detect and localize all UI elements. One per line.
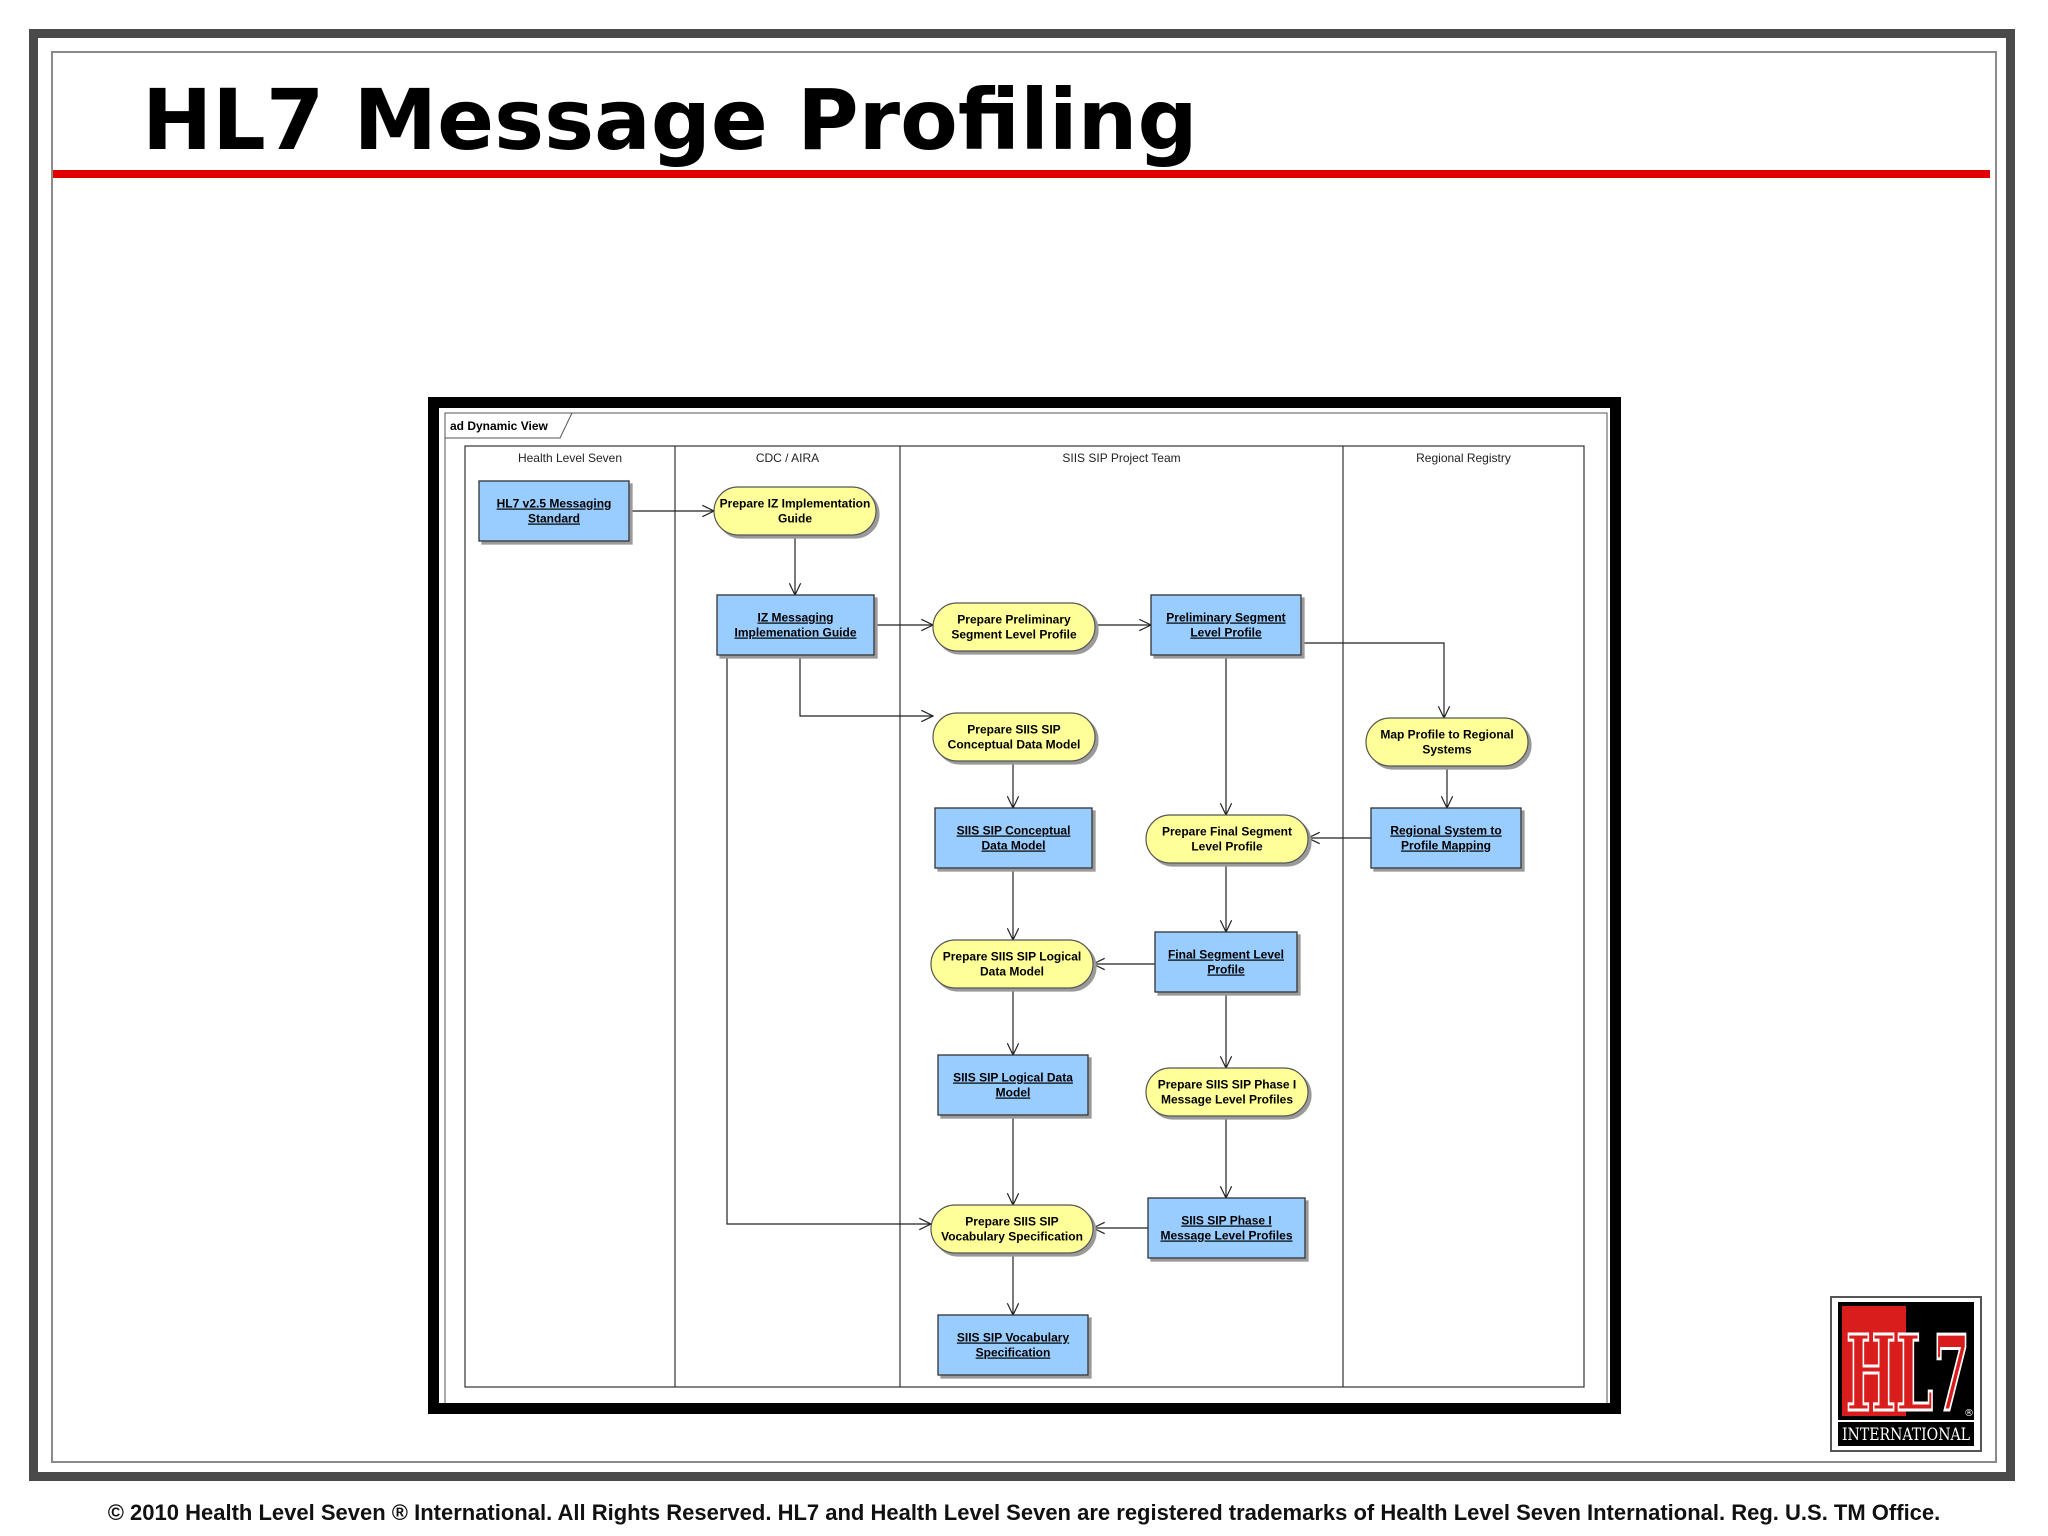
title-underline	[53, 170, 1990, 178]
node-label-n2-line1: Prepare IZ Implementation	[720, 497, 871, 511]
diagram-canvas: ad Dynamic View Health Level Seven CDC / …	[444, 412, 1608, 1403]
flow-edge-n11-n13	[1006, 988, 1020, 1057]
node-label-n5-line2: Level Profile	[1190, 626, 1262, 640]
flow-edge-n16-n15	[1091, 1221, 1148, 1235]
node-label-n14-line2: Message Level Profiles	[1161, 1093, 1293, 1107]
flow-edge-n3-n6	[799, 655, 935, 723]
hl7-logo-mark: HL7 ® INTERNATIONAL	[1838, 1302, 1974, 1446]
node-label-n17-line1: SIIS SIP Vocabulary	[957, 1331, 1070, 1345]
flow-edge-n4-n5	[1095, 618, 1153, 632]
node-label-n1-line2: Standard	[528, 512, 580, 526]
copyright-footer: © 2010 Health Level Seven ® Internationa…	[107, 1500, 1941, 1525]
node-label-n7-line2: Systems	[1422, 743, 1472, 757]
node-label-n12-line2: Profile	[1207, 963, 1245, 977]
hl7-international-logo: HL7 ® INTERNATIONAL	[1830, 1296, 1982, 1452]
flow-edge-n8-n11	[1006, 868, 1020, 942]
node-label-n6-line1: Prepare SIIS SIP	[967, 723, 1060, 737]
flow-edge-n2-n3	[788, 535, 802, 597]
swimlane-title-hl7: Health Level Seven	[518, 451, 622, 465]
flow-edge-n5-n9	[1219, 655, 1233, 817]
node-label-n13-line2: Model	[996, 1086, 1031, 1100]
flow-edge-n10-n9	[1306, 831, 1371, 845]
activity-diagram: ad Dynamic View Health Level Seven CDC / …	[428, 397, 1621, 1414]
node-label-n16-line2: Message Level Profiles	[1160, 1229, 1292, 1243]
frame-tag: ad Dynamic View	[445, 412, 573, 439]
node-label-n10-line1: Regional System to	[1390, 824, 1501, 838]
node-label-n12-line1: Final Segment Level	[1168, 948, 1284, 962]
node-label-n15-line2: Vocabulary Specification	[941, 1230, 1083, 1244]
node-label-n15-line1: Prepare SIIS SIP	[965, 1215, 1058, 1229]
logo-letters: HL7	[1846, 1312, 1970, 1435]
node-label-n9-line1: Prepare Final Segment	[1162, 825, 1292, 839]
frame-tag-label: ad Dynamic View	[450, 419, 548, 433]
node-label-n11-line1: Prepare SIIS SIP Logical	[943, 950, 1082, 964]
flow-edge-n6-n8	[1006, 761, 1020, 810]
node-label-n1-line1: HL7 v2.5 Messaging	[497, 497, 612, 511]
node-label-n11-line2: Data Model	[980, 965, 1044, 979]
swimlane-container	[464, 445, 1585, 1388]
node-label-n14-line1: Prepare SIIS SIP Phase I	[1158, 1078, 1297, 1092]
node-label-n2-line2: Guide	[778, 512, 812, 526]
slide-inner-border	[51, 51, 1997, 1463]
node-label-n10-line2: Profile Mapping	[1401, 839, 1491, 853]
flow-arrowhead	[921, 709, 935, 723]
node-label-n3-line1: IZ Messaging	[757, 611, 833, 625]
flow-edge-n5-n7	[1301, 642, 1451, 720]
node-label-n13-line1: SIIS SIP Logical Data	[953, 1071, 1073, 1085]
flow-edge-n14-n16	[1219, 1116, 1233, 1200]
flow-edge-n12-n14	[1219, 992, 1233, 1070]
node-label-n6-line2: Conceptual Data Model	[948, 738, 1081, 752]
flow-edge-n13-n15	[1006, 1115, 1020, 1207]
flow-edge-n12-n11	[1091, 957, 1155, 971]
node-label-n16-line1: SIIS SIP Phase I	[1181, 1214, 1272, 1228]
slide-title: HL7 Message Profiling	[142, 71, 1198, 169]
diagram-frame-border	[444, 412, 1608, 1403]
flow-edge-n1-n2	[629, 504, 716, 518]
node-label-n7-line1: Map Profile to Regional	[1380, 728, 1513, 742]
node-label-n5-line1: Preliminary Segment	[1166, 611, 1285, 625]
flow-edge-n9-n12	[1219, 863, 1233, 934]
node-label-n8-line2: Data Model	[981, 839, 1045, 853]
node-label-n9-line2: Level Profile	[1191, 840, 1263, 854]
logo-wordmark: INTERNATIONAL	[1842, 1425, 1970, 1445]
swimlane-title-regional: Regional Registry	[1416, 451, 1511, 465]
node-label-n3-line2: Implemenation Guide	[734, 626, 856, 640]
node-label-n8-line1: SIIS SIP Conceptual	[957, 824, 1071, 838]
node-label-n4-line2: Segment Level Profile	[951, 628, 1077, 642]
flow-edge-n15-n17	[1006, 1253, 1020, 1317]
logo-registered-mark: ®	[1964, 1408, 1974, 1419]
node-label-n4-line1: Prepare Preliminary	[957, 613, 1071, 627]
flow-edge-n3-n4	[874, 618, 935, 632]
node-label-n17-line2: Specification	[976, 1346, 1051, 1360]
swimlane-title-siis: SIIS SIP Project Team	[1062, 451, 1180, 465]
swimlane-title-cdc: CDC / AIRA	[756, 451, 819, 465]
flow-edge-n7-n10	[1440, 766, 1454, 810]
